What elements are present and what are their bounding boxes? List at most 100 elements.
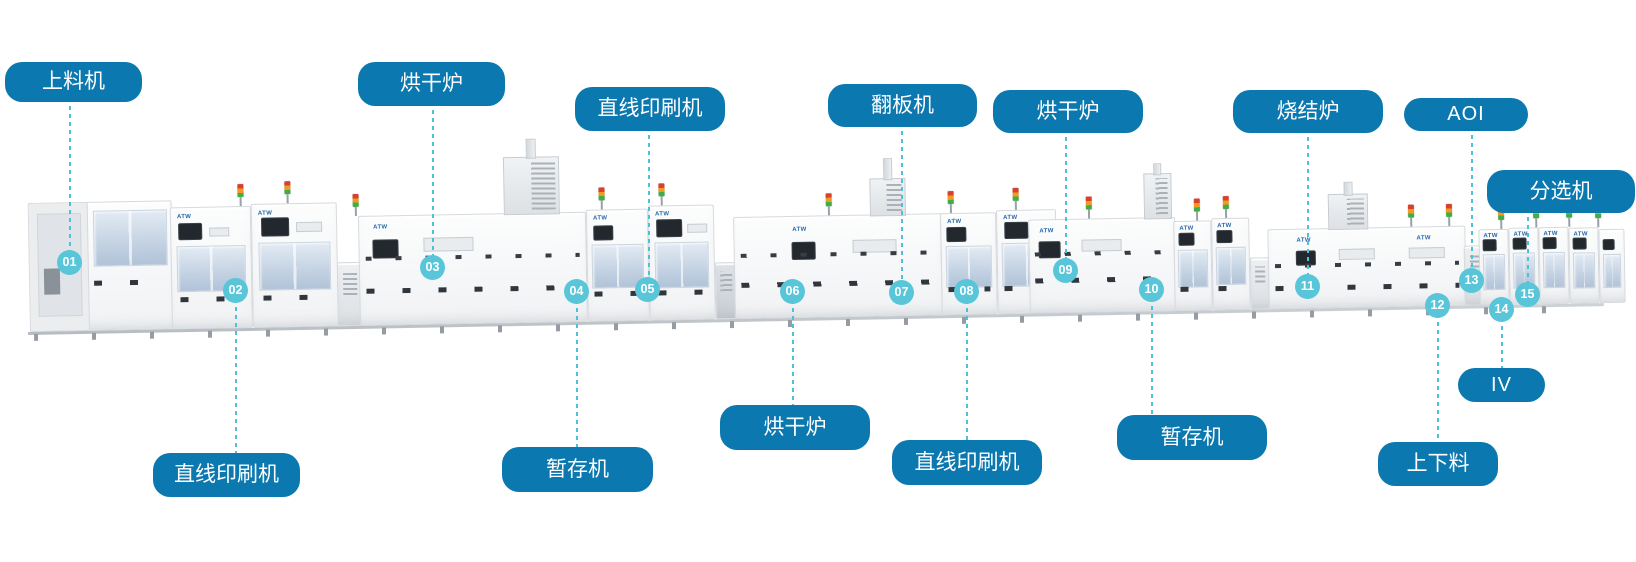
tower-pole: [354, 206, 357, 216]
tower-pole: [1535, 218, 1538, 228]
tower-pole: [1500, 219, 1503, 230]
exhaust-stack: [502, 156, 560, 216]
machine-unit-printer: ATW: [647, 204, 716, 321]
control-panel: [687, 223, 708, 233]
tower-lights: [1193, 198, 1200, 212]
station-number-badge-15: 15: [1515, 282, 1540, 307]
atw-logo: ATW: [592, 215, 608, 222]
exhaust-pipe: [525, 138, 536, 159]
control-screen: [1217, 230, 1232, 243]
tower-lights: [825, 193, 832, 207]
station-number-badge-14: 14: [1489, 297, 1514, 322]
callout-line-13: [1471, 127, 1473, 281]
connector-vent: [1255, 266, 1266, 283]
station-number-badge-04: 04: [564, 279, 589, 304]
stack-vent-grid: [1346, 198, 1365, 225]
tower-lights: [658, 183, 665, 197]
control-screen: [1005, 222, 1028, 239]
stack-vent-grid: [530, 161, 556, 210]
stack-vent-grid: [886, 182, 902, 212]
atw-logo: ATW: [1003, 214, 1018, 222]
machine-unit-oven: ATW: [733, 213, 943, 320]
signal-tower-light-icon: [237, 184, 244, 207]
signal-tower-light-icon: [658, 183, 665, 206]
machine-unit-printer: ATW: [585, 208, 650, 322]
machine-unit-sorter: ATW: [1478, 228, 1510, 306]
station-label-13: AOI: [1404, 98, 1528, 131]
machine-vents: [1218, 285, 1245, 292]
tower-lights: [352, 193, 359, 208]
control-screen: [594, 226, 613, 240]
station-label-14: IV: [1458, 368, 1545, 402]
machine-window: [1542, 251, 1566, 289]
machine-vents: [263, 294, 328, 301]
control-panel: [209, 227, 230, 237]
callout-line-07: [901, 123, 903, 293]
signal-tower-light-icon: [284, 181, 291, 204]
display-panel: [1338, 248, 1375, 260]
tower-pole: [1410, 217, 1413, 227]
atw-logo: ATW: [176, 213, 192, 221]
station-label-01: 上料机: [5, 62, 142, 102]
tower-lights: [237, 184, 244, 198]
control-panel: [296, 221, 323, 233]
callout-line-04: [576, 292, 578, 451]
tower-lights: [1222, 195, 1229, 210]
tower-pole: [1224, 209, 1228, 219]
station-label-05: 直线印刷机: [575, 87, 725, 131]
signal-tower-light-icon: [598, 187, 605, 210]
control-screen: [1603, 239, 1614, 250]
station-number-badge-02: 02: [223, 278, 248, 303]
atw-logo: ATW: [257, 210, 273, 217]
station-label-07: 翻板机: [828, 84, 977, 127]
callout-line-02: [235, 291, 237, 457]
machine-unit-printer: ATW: [169, 205, 253, 330]
atw-logo: ATW: [1483, 233, 1498, 240]
loader-vent-slot: [43, 268, 61, 295]
tower-lights: [1085, 196, 1092, 210]
machine-window: [258, 241, 332, 291]
signal-tower-light-icon: [1222, 195, 1229, 219]
machine-window: [1177, 249, 1209, 288]
station-number-badge-07: 07: [889, 280, 914, 305]
station-label-09: 烘干炉: [993, 90, 1143, 133]
tower-pole: [239, 197, 242, 207]
machine-unit-sorter: ATW: [1568, 227, 1600, 304]
callout-line-09: [1065, 129, 1067, 271]
machine-vents: [1180, 286, 1207, 292]
station-number-badge-09: 09: [1053, 258, 1078, 283]
control-screen: [179, 223, 202, 240]
station-label-10: 暂存机: [1117, 415, 1267, 460]
callout-line-15: [1527, 209, 1529, 295]
exhaust-pipe: [1153, 163, 1162, 176]
tower-pole: [827, 206, 830, 216]
exhaust-stack: [1143, 173, 1173, 220]
atw-logo: ATW: [1543, 230, 1558, 238]
machine-window: [1482, 253, 1506, 291]
tower-lights: [284, 181, 291, 195]
tower-pole: [286, 194, 289, 204]
machine-unit-sorter: [1598, 228, 1626, 304]
control-screen: [261, 218, 289, 236]
signal-tower-light-icon: [1012, 187, 1019, 210]
machine-unit-oven: ATW: [357, 211, 588, 326]
station-label-02: 直线印刷机: [153, 453, 300, 497]
tower-lights: [1012, 187, 1019, 201]
signal-tower-light-icon: [1085, 196, 1092, 219]
atw-logo: ATW: [947, 218, 962, 226]
control-screen: [1573, 238, 1586, 249]
signal-tower-light-icon: [947, 191, 954, 214]
exhaust-stack: [1327, 193, 1369, 231]
atw-logo: ATW: [1039, 228, 1054, 235]
station-label-12: 上下料: [1378, 442, 1498, 486]
station-number-badge-13: 13: [1459, 268, 1484, 293]
station-label-15: 分选机: [1487, 170, 1635, 213]
station-number-badge-06: 06: [780, 279, 805, 304]
oven-vents-upper: [740, 250, 935, 258]
machine-unit-sorter: ATW: [1538, 226, 1570, 305]
tower-pole: [1597, 218, 1600, 228]
atw-logo: ATW: [792, 226, 807, 233]
tower-pole: [1568, 217, 1571, 227]
machine-window: [1215, 246, 1247, 286]
callout-line-10: [1151, 290, 1153, 419]
